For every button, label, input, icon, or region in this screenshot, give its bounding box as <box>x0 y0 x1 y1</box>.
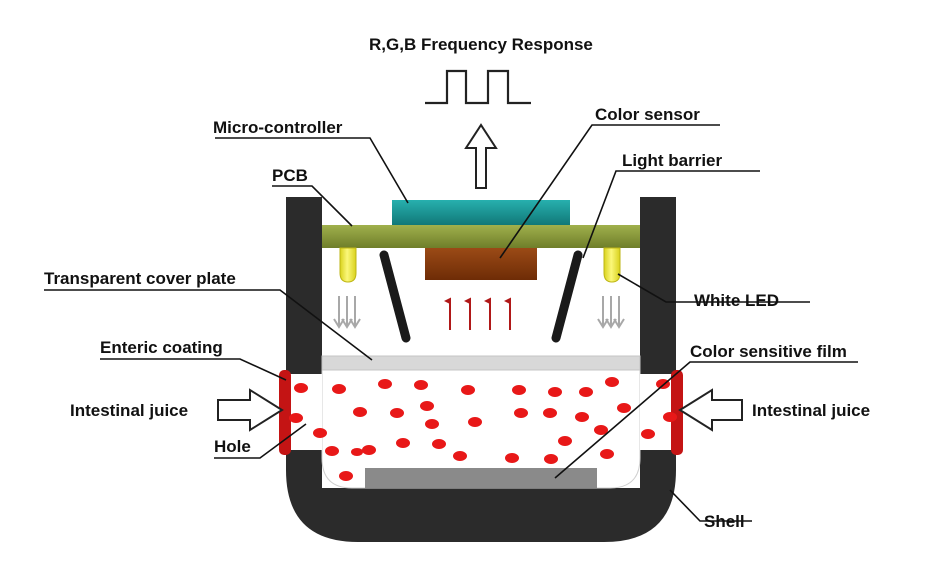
leader-lines <box>44 124 858 522</box>
liquid-chamber <box>321 369 641 489</box>
title-label: R,G,B Frequency Response <box>369 35 593 54</box>
intestinal-juice-right-label: Intestinal juice <box>752 401 870 420</box>
shell-label: Shell <box>704 512 745 531</box>
light-barrier-label: Light barrier <box>622 151 723 170</box>
pcb <box>322 225 640 248</box>
particles <box>289 377 677 481</box>
pcb-label: PCB <box>272 166 308 185</box>
light-barrier-left <box>379 250 411 343</box>
led-light-arrows-right <box>597 296 625 329</box>
square-wave-icon <box>425 69 531 105</box>
reflected-light-arrows <box>444 297 511 330</box>
micro-controller <box>392 200 570 225</box>
white-led-left <box>339 247 357 283</box>
color-sensor-label: Color sensor <box>595 105 700 124</box>
hole-label: Hole <box>214 437 251 456</box>
enteric-coating-label: Enteric coating <box>100 338 223 357</box>
micro-controller-label: Micro-controller <box>213 118 343 137</box>
color-sensor <box>425 248 537 280</box>
enteric-coating-left <box>279 370 291 455</box>
inflow-arrow-right <box>678 388 743 432</box>
transparent-cover-plate-label: Transparent cover plate <box>44 269 236 288</box>
transparent-cover-plate <box>321 355 641 371</box>
color-sensitive-film-label: Color sensitive film <box>690 342 847 361</box>
white-led-right <box>603 247 621 283</box>
led-light-arrows-left <box>333 296 361 329</box>
enteric-coating-right <box>671 370 683 455</box>
light-barrier-right <box>551 250 583 343</box>
white-led-label: White LED <box>694 291 779 310</box>
inflow-arrow-left <box>217 388 284 432</box>
color-sensitive-film <box>365 468 597 488</box>
intestinal-juice-left-label: Intestinal juice <box>70 401 188 420</box>
output-arrow <box>464 123 498 189</box>
shell <box>286 197 676 542</box>
